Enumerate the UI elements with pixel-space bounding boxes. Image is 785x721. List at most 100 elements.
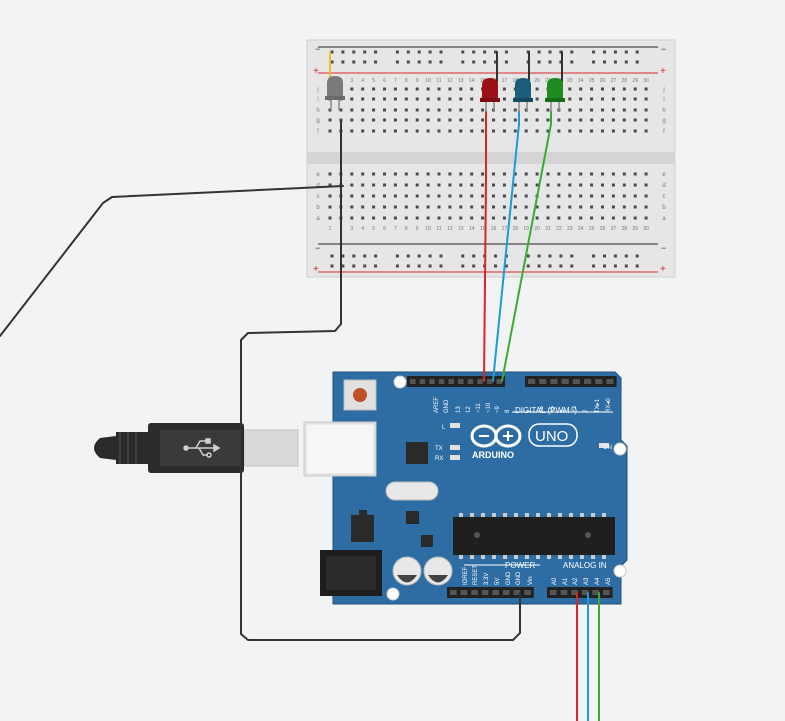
breadboard-hole[interactable]	[502, 118, 506, 122]
breadboard-hole[interactable]	[590, 216, 594, 220]
breadboard-hole[interactable]	[524, 205, 528, 209]
breadboard-hole[interactable]	[448, 183, 452, 187]
breadboard-hole[interactable]	[513, 108, 517, 112]
breadboard-hole[interactable]	[633, 87, 637, 91]
rail-hole[interactable]	[374, 60, 378, 64]
rail-hole[interactable]	[406, 60, 410, 64]
rail-hole[interactable]	[341, 254, 345, 258]
rail-hole[interactable]	[374, 254, 378, 258]
breadboard-hole[interactable]	[611, 172, 615, 176]
breadboard-hole[interactable]	[481, 172, 485, 176]
breadboard-hole[interactable]	[481, 183, 485, 187]
breadboard-hole[interactable]	[437, 118, 441, 122]
breadboard-hole[interactable]	[404, 216, 408, 220]
breadboard-hole[interactable]	[590, 183, 594, 187]
rail-hole[interactable]	[548, 60, 552, 64]
header-pin[interactable]	[450, 590, 457, 595]
rail-hole[interactable]	[603, 254, 606, 258]
rail-hole[interactable]	[439, 50, 443, 54]
breadboard-hole[interactable]	[426, 87, 430, 91]
breadboard-hole[interactable]	[611, 183, 615, 187]
header-pin[interactable]	[513, 590, 521, 595]
breadboard-hole[interactable]	[535, 97, 539, 101]
breadboard-hole[interactable]	[459, 108, 463, 112]
rail-hole[interactable]	[559, 50, 563, 54]
breadboard-hole[interactable]	[426, 194, 430, 198]
header-pin[interactable]	[539, 379, 547, 384]
breadboard-hole[interactable]	[372, 118, 376, 122]
breadboard-holes[interactable]	[328, 50, 648, 268]
breadboard-hole[interactable]	[459, 194, 463, 198]
rail-hole[interactable]	[428, 264, 432, 268]
breadboard-hole[interactable]	[361, 118, 365, 122]
breadboard-hole[interactable]	[535, 216, 539, 220]
breadboard-hole[interactable]	[459, 172, 463, 176]
breadboard-hole[interactable]	[568, 216, 572, 220]
breadboard-hole[interactable]	[481, 216, 485, 220]
rail-hole[interactable]	[352, 50, 356, 54]
power-pin-header[interactable]	[447, 587, 534, 598]
rail-hole[interactable]	[504, 60, 508, 64]
breadboard-hole[interactable]	[622, 194, 626, 198]
header-pin[interactable]	[603, 590, 610, 595]
arduino-uno-board[interactable]: L TX RX ON ARDUINO UNO AREFGND1312~11~10…	[94, 371, 628, 605]
breadboard-hole[interactable]	[448, 97, 452, 101]
rail-hole[interactable]	[613, 50, 617, 54]
breadboard-hole[interactable]	[404, 194, 408, 198]
breadboard-hole[interactable]	[459, 87, 463, 91]
wire-red-led[interactable]	[483, 110, 487, 382]
rail-hole[interactable]	[472, 60, 476, 64]
breadboard-hole[interactable]	[644, 205, 648, 209]
rail-hole[interactable]	[341, 60, 345, 64]
breadboard-hole[interactable]	[328, 118, 332, 122]
breadboard-hole[interactable]	[502, 194, 506, 198]
breadboard-hole[interactable]	[633, 118, 637, 122]
breadboard-hole[interactable]	[404, 183, 408, 187]
rail-hole[interactable]	[472, 50, 476, 54]
breadboard-hole[interactable]	[492, 205, 495, 209]
breadboard-hole[interactable]	[328, 172, 332, 176]
breadboard-hole[interactable]	[579, 97, 583, 101]
breadboard-hole[interactable]	[350, 194, 354, 198]
breadboard-hole[interactable]	[611, 194, 615, 198]
header-pin[interactable]	[419, 379, 426, 384]
breadboard-hole[interactable]	[644, 108, 648, 112]
breadboard-hole[interactable]	[513, 194, 517, 198]
breadboard-hole[interactable]	[437, 129, 441, 133]
breadboard-hole[interactable]	[557, 194, 561, 198]
rail-hole[interactable]	[570, 254, 574, 258]
breadboard-hole[interactable]	[415, 118, 419, 122]
rail-hole[interactable]	[330, 60, 334, 64]
breadboard-hole[interactable]	[611, 97, 615, 101]
breadboard-hole[interactable]	[513, 129, 517, 133]
breadboard-hole[interactable]	[557, 129, 561, 133]
breadboard-hole[interactable]	[633, 108, 637, 112]
breadboard-hole[interactable]	[622, 216, 626, 220]
breadboard-hole[interactable]	[350, 205, 354, 209]
breadboard-hole[interactable]	[622, 118, 626, 122]
rail-hole[interactable]	[417, 264, 421, 268]
breadboard-hole[interactable]	[502, 216, 506, 220]
breadboard-hole[interactable]	[502, 183, 506, 187]
wire-green-led[interactable]	[501, 110, 552, 382]
header-pin[interactable]	[550, 590, 557, 595]
breadboard-hole[interactable]	[426, 205, 430, 209]
rail-hole[interactable]	[417, 254, 421, 258]
breadboard-hole[interactable]	[633, 183, 637, 187]
rail-hole[interactable]	[374, 50, 378, 54]
header-pin[interactable]	[486, 379, 493, 384]
rail-hole[interactable]	[592, 50, 596, 54]
breadboard-hole[interactable]	[611, 118, 615, 122]
breadboard-hole[interactable]	[579, 194, 583, 198]
breadboard-hole[interactable]	[611, 205, 615, 209]
rail-hole[interactable]	[483, 60, 487, 64]
rail-hole[interactable]	[406, 264, 410, 268]
breadboard-hole[interactable]	[393, 87, 397, 91]
breadboard-hole[interactable]	[470, 216, 474, 220]
breadboard-hole[interactable]	[393, 216, 397, 220]
breadboard-hole[interactable]	[568, 183, 572, 187]
rail-hole[interactable]	[363, 50, 367, 54]
rail-hole[interactable]	[559, 264, 563, 268]
rail-hole[interactable]	[461, 264, 465, 268]
wire-blue-led[interactable]	[492, 110, 520, 382]
